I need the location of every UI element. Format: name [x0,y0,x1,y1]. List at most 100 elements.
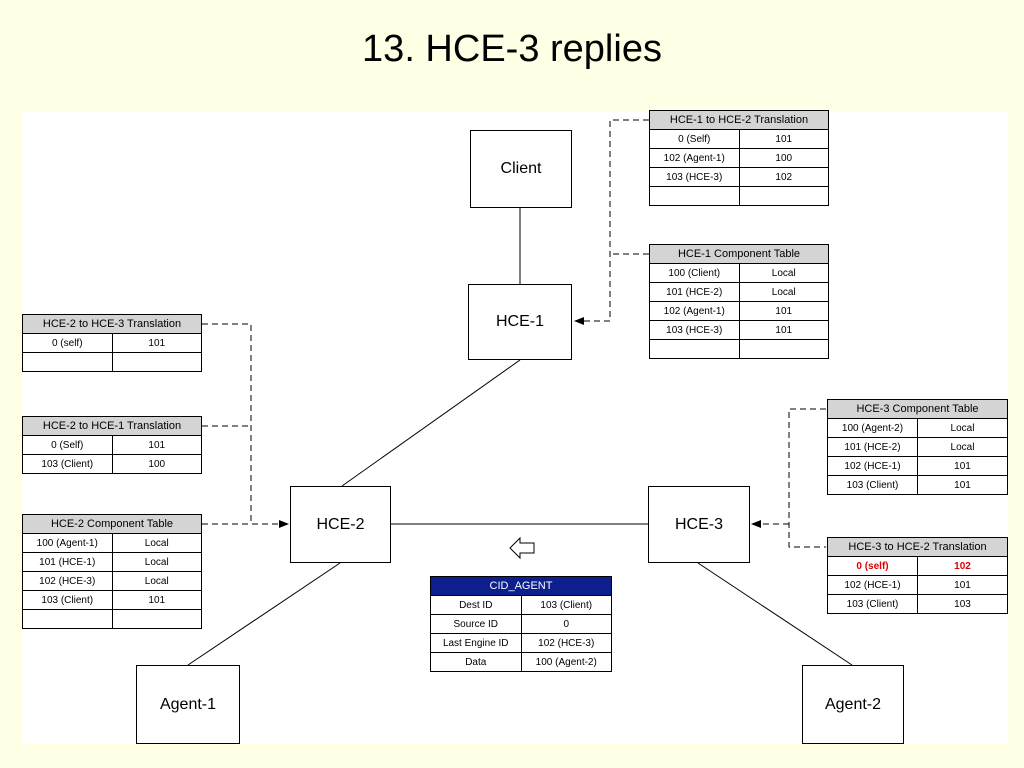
table-cell-value: 101 [738,301,829,321]
table-cell-key: 103 (Client) [827,475,918,495]
table-cell-value: Local [111,571,202,591]
table-title: HCE-3 Component Table [827,399,1008,419]
table-row: 103 (HCE-3)101 [649,320,829,340]
table-cell-value [111,352,202,372]
diagram-canvas: Client HCE-1 HCE-2 HCE-3 Agent-1 Agent-2… [22,110,1008,744]
table-cell-key: 102 (HCE-1) [827,456,918,476]
table-row: 103 (Client)103 [827,594,1008,614]
table-cell-value: 103 (Client) [520,595,612,615]
table-cell-key [649,339,740,359]
table-cell-key [22,352,113,372]
table-cell-value: 101 [917,475,1008,495]
node-client: Client [470,130,572,208]
table-row: 102 (HCE-1)101 [827,456,1008,476]
table-row: 100 (Agent-2)Local [827,418,1008,438]
table-row: 103 (Client)101 [827,475,1008,495]
table-cell-key: 100 (Agent-1) [22,533,113,553]
table-cell-value: 101 [111,590,202,610]
table-cell-value: 100 (Agent-2) [520,652,612,672]
table-cell-key: 0 (Self) [22,435,113,455]
table-cell-key: 0 (self) [22,333,113,353]
table-cell-value: 101 [111,435,202,455]
table-cell-value: Local [917,437,1008,457]
node-hce3: HCE-3 [648,486,750,563]
node-hce2: HCE-2 [290,486,391,563]
table-cell-key: 103 (Client) [827,594,918,614]
dash-hce1-translation [574,119,649,325]
table-cell-value: 102 [738,167,829,187]
table-cell-key: Data [430,652,522,672]
table-cell-key: 103 (HCE-3) [649,167,740,187]
table-cell-value: 102 [917,556,1008,576]
table-cell-key: 103 (Client) [22,454,113,474]
table-row: 102 (HCE-3)Local [22,571,202,591]
table-cell-value: 101 [738,129,829,149]
table-row: 101 (HCE-2)Local [827,437,1008,457]
table-title: HCE-1 Component Table [649,244,829,264]
table-cell-key: 101 (HCE-2) [827,437,918,457]
table-cell-value: 100 [738,148,829,168]
table-row: 100 (Client)Local [649,263,829,283]
table-cell-value: 0 [520,614,612,634]
table-row: 103 (Client)100 [22,454,202,474]
table-cell-value [738,339,829,359]
dash-hce2-to-hce3 [202,323,252,524]
table-cell-key: 100 (Agent-2) [827,418,918,438]
table-cell-value: 101 [917,456,1008,476]
table-cell-value: 101 [917,575,1008,595]
node-hce1: HCE-1 [468,284,572,360]
table-cell-key: Source ID [430,614,522,634]
node-agent1: Agent-1 [136,665,240,744]
table-cell-value: Local [917,418,1008,438]
node-agent2: Agent-2 [802,665,904,744]
table-cell-value: Local [111,552,202,572]
table-row: 102 (Agent-1)100 [649,148,829,168]
table-cell-key [649,186,740,206]
table-row: 0 (self)102 [827,556,1008,576]
table-cell-key: 101 (HCE-1) [22,552,113,572]
table-row: 102 (Agent-1)101 [649,301,829,321]
table-cell-value: 102 (HCE-3) [520,633,612,653]
table-row: 101 (HCE-2)Local [649,282,829,302]
table-row: 0 (self)101 [22,333,202,353]
slide-title: 13. HCE-3 replies [362,28,662,70]
link-hce1-hce2 [341,359,521,487]
table-cell-key: 102 (Agent-1) [649,301,740,321]
table-title: HCE-2 to HCE-1 Translation [22,416,202,436]
table-cell-value [738,186,829,206]
table-title: HCE-3 to HCE-2 Translation [827,537,1008,557]
table-cell-value: 101 [111,333,202,353]
table-cell-value: Local [111,533,202,553]
table-cell-key: 102 (HCE-3) [22,571,113,591]
table-title: HCE-2 to HCE-3 Translation [22,314,202,334]
table-cell-key: 103 (Client) [22,590,113,610]
table-row: 103 (HCE-3)102 [649,167,829,187]
table-cell-key: Last Engine ID [430,633,522,653]
table-cell-value: 101 [738,320,829,340]
table-title: CID_AGENT [430,576,612,596]
link-hce2-agent1 [187,562,341,666]
table-row: 100 (Agent-1)Local [22,533,202,553]
table-cell-key: 101 (HCE-2) [649,282,740,302]
link-hce3-agent2 [697,562,853,666]
table-row [22,609,202,629]
table-row [649,186,829,206]
table-cell-key: 102 (Agent-1) [649,148,740,168]
table-cell-value: 103 [917,594,1008,614]
reply-direction-arrow-icon [509,536,535,560]
table-cell-key: 103 (HCE-3) [649,320,740,340]
table-cell-key: 0 (Self) [649,129,740,149]
table-title: HCE-2 Component Table [22,514,202,534]
table-cell-key: 0 (self) [827,556,918,576]
table-cell-value [111,609,202,629]
